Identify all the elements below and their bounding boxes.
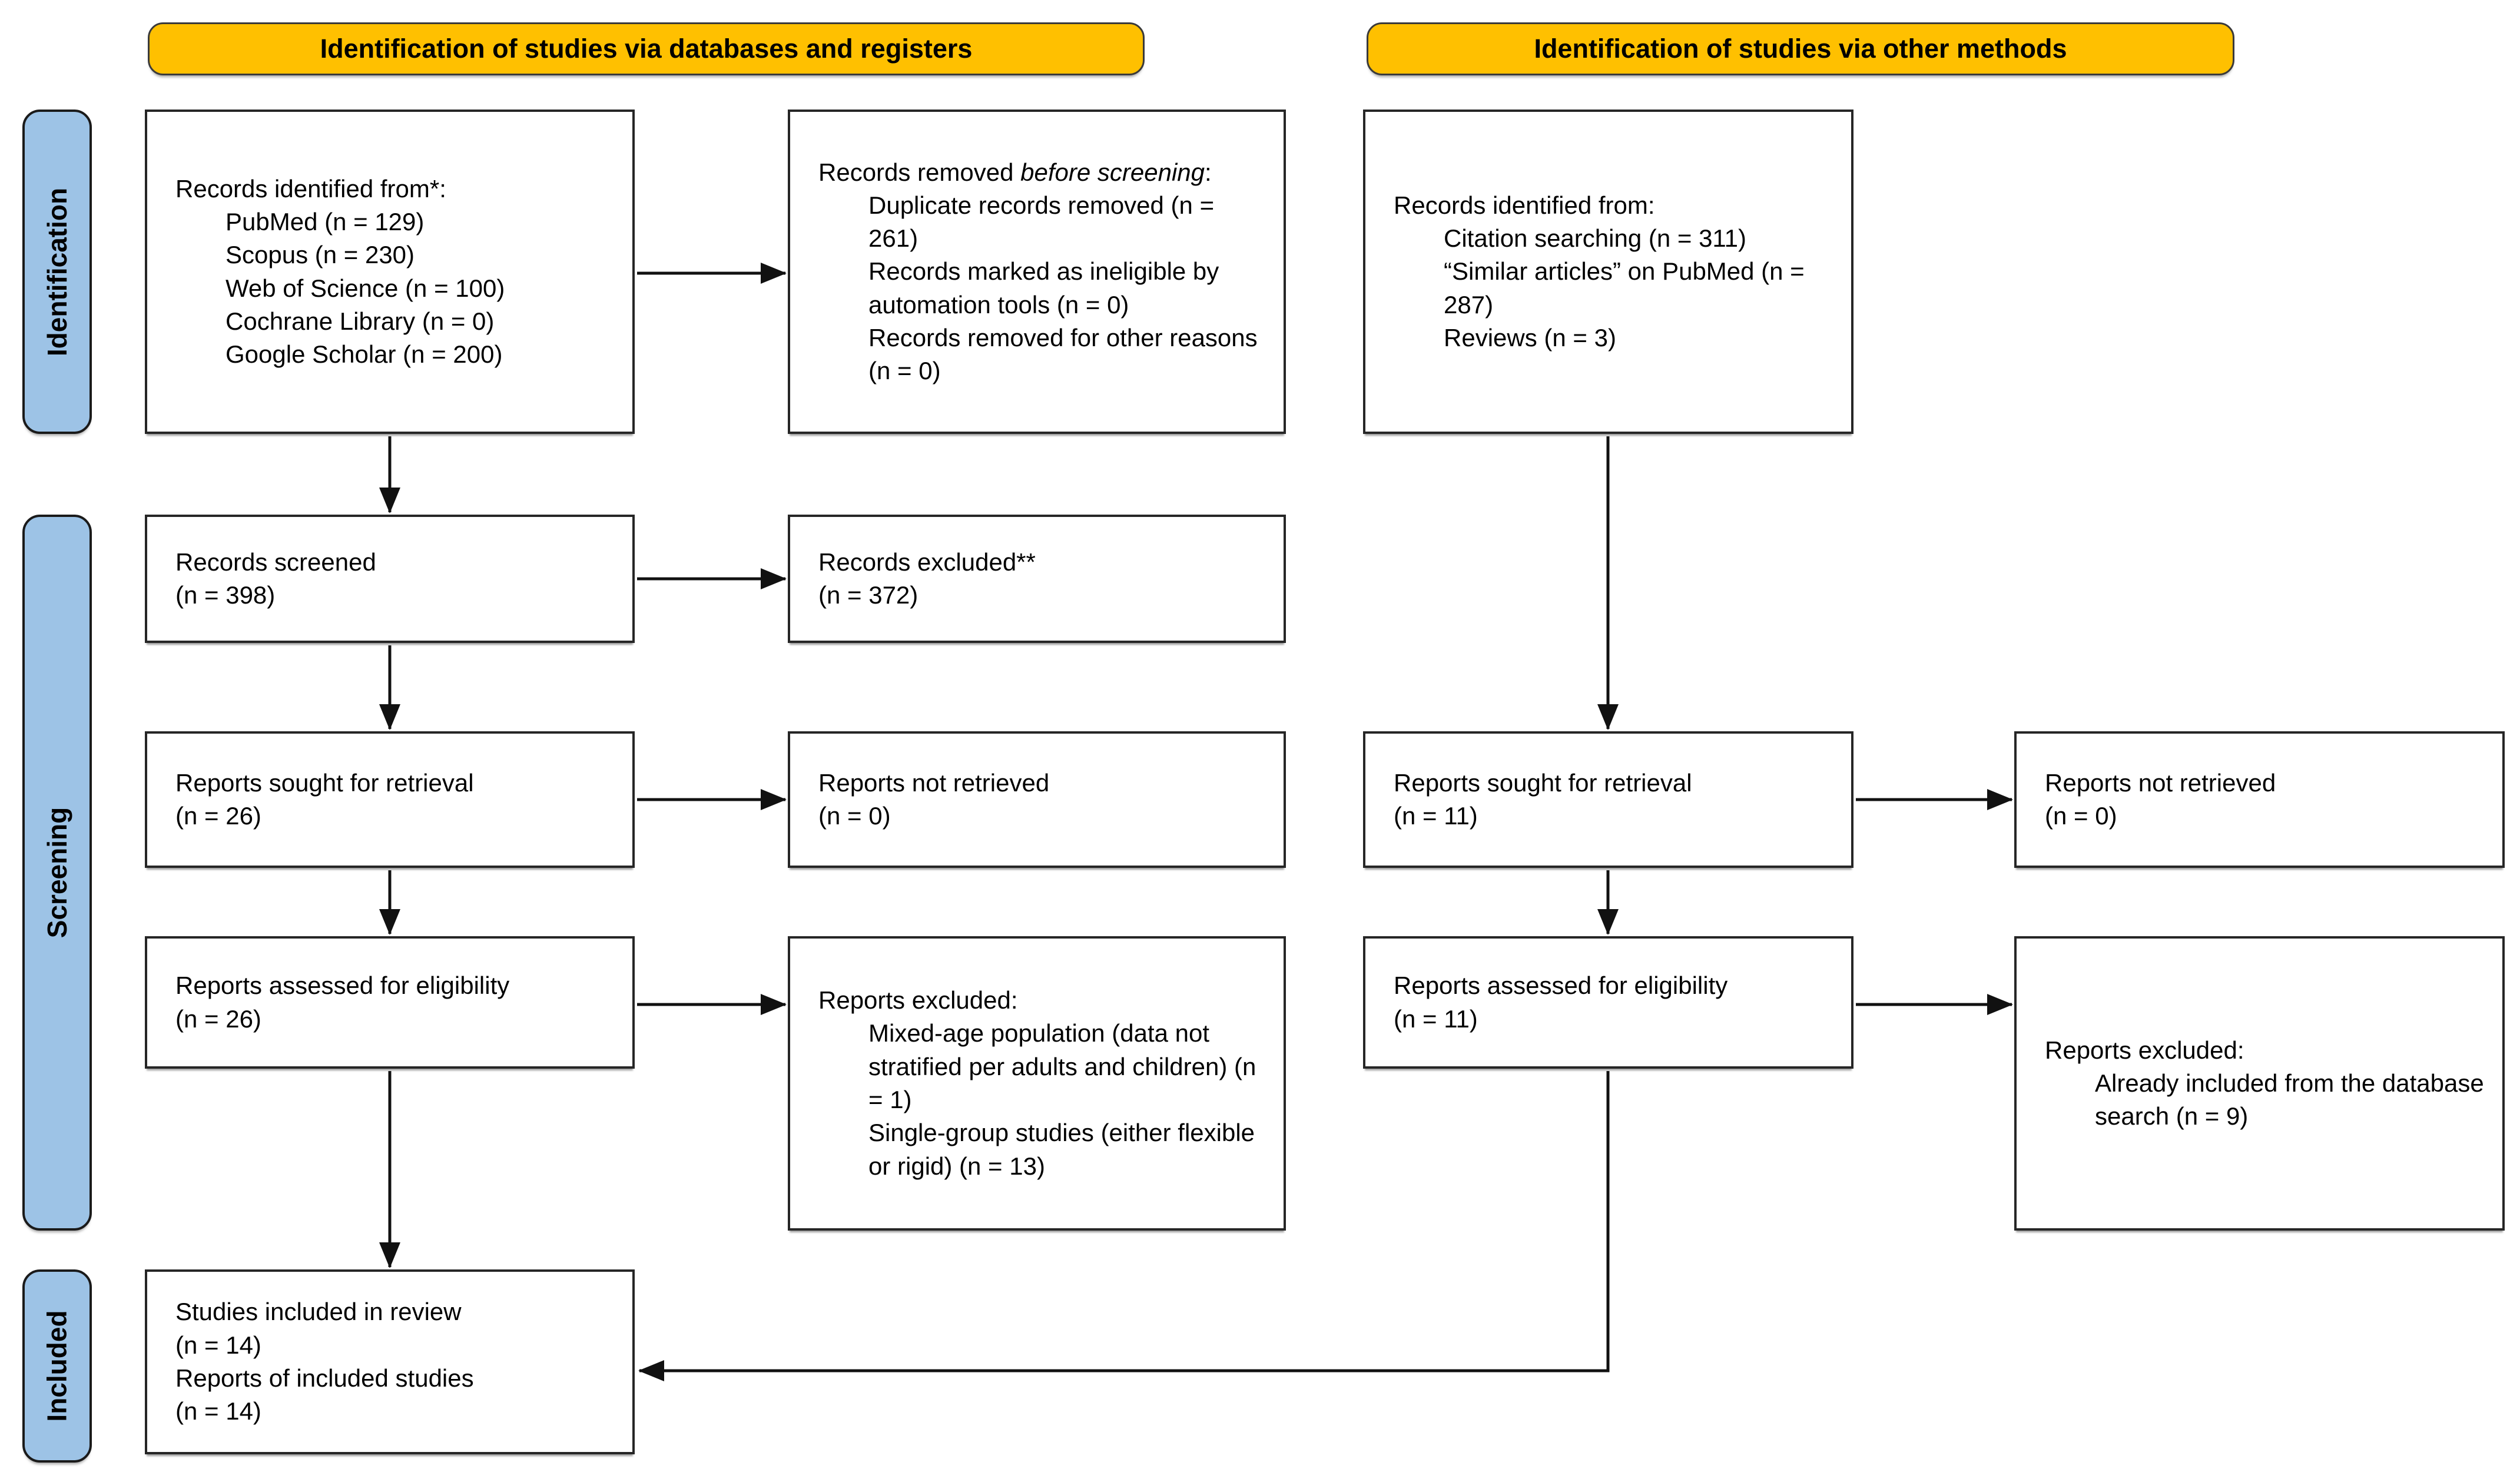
- box-records-identified-databases: Records identified from*: PubMed (n = 12…: [145, 110, 635, 434]
- title-suffix: :: [1205, 158, 1212, 186]
- box-records-removed-before-screening: Records removed before screening: Duplic…: [788, 110, 1286, 434]
- box-reports-excluded-databases: Reports excluded: Mixed-age population (…: [788, 936, 1286, 1231]
- box-reports-not-retrieved-other: Reports not retrieved (n = 0): [2014, 731, 2505, 868]
- box-line: Reports of included studies: [175, 1364, 474, 1392]
- box-line: (n = 26): [175, 802, 261, 830]
- box-studies-included: Studies included in review (n = 14) Repo…: [145, 1269, 635, 1454]
- stage-screening-label: Screening: [42, 807, 73, 939]
- box-records-identified-other: Records identified from: Citation search…: [1363, 110, 1853, 434]
- title-prefix: Records removed: [818, 158, 1021, 186]
- box-line: (n = 0): [2045, 802, 2117, 830]
- box-title: Reports excluded:: [818, 986, 1018, 1014]
- box-line: Reports assessed for eligibility: [175, 972, 510, 1000]
- stage-included-label: Included: [42, 1310, 72, 1422]
- list-item: PubMed (n = 129): [226, 207, 425, 236]
- box-line: (n = 11): [1394, 802, 1478, 830]
- box-line: Reports not retrieved: [818, 768, 1050, 797]
- box-line: Studies included in review: [175, 1298, 462, 1326]
- title-italic: before screening: [1020, 158, 1205, 186]
- box-line: (n = 14): [175, 1331, 261, 1359]
- box-reports-sought-databases: Reports sought for retrieval (n = 26): [145, 731, 635, 868]
- list-item: Cochrane Library (n = 0): [226, 307, 495, 335]
- header-other-methods: Identification of studies via other meth…: [1367, 22, 2234, 75]
- box-reports-excluded-other: Reports excluded: Already included from …: [2014, 936, 2505, 1231]
- header-databases-registers-label: Identification of studies via databases …: [320, 34, 973, 64]
- list-item: Already included from the database searc…: [2095, 1069, 2484, 1130]
- box-title: Records identified from:: [1394, 191, 1655, 219]
- box-records-screened: Records screened (n = 398): [145, 515, 635, 643]
- box-line: (n = 372): [818, 581, 919, 609]
- header-other-methods-label: Identification of studies via other meth…: [1534, 34, 2067, 64]
- box-reports-sought-other: Reports sought for retrieval (n = 11): [1363, 731, 1853, 868]
- header-databases-registers: Identification of studies via databases …: [148, 22, 1145, 75]
- stage-included: Included: [22, 1269, 92, 1463]
- stage-identification-label: Identification: [42, 187, 73, 356]
- box-reports-assessed-other: Reports assessed for eligibility (n = 11…: [1363, 936, 1853, 1069]
- list-item: Web of Science (n = 100): [226, 274, 505, 302]
- box-reports-not-retrieved-databases: Reports not retrieved (n = 0): [788, 731, 1286, 868]
- list-item: Duplicate records removed (n = 261): [868, 191, 1215, 253]
- box-line: Reports not retrieved: [2045, 768, 2276, 797]
- box-line: (n = 0): [818, 802, 891, 830]
- box-title: Records removed before screening:: [818, 156, 1268, 189]
- box-title: Reports excluded:: [2045, 1036, 2244, 1064]
- box-line: Records screened: [175, 548, 376, 576]
- list-item: Single-group studies (either flexible or…: [868, 1119, 1255, 1180]
- list-item: Reviews (n = 3): [1444, 323, 1616, 352]
- box-line: (n = 26): [175, 1004, 261, 1033]
- box-line: Records excluded**: [818, 548, 1036, 576]
- list-item: Citation searching (n = 311): [1444, 224, 1747, 253]
- stage-screening: Screening: [22, 515, 92, 1231]
- box-line: Reports sought for retrieval: [175, 768, 474, 797]
- box-line: (n = 398): [175, 581, 276, 609]
- stage-identification: Identification: [22, 110, 92, 434]
- box-line: (n = 14): [175, 1397, 261, 1425]
- list-item: “Similar articles” on PubMed (n = 287): [1444, 257, 1805, 319]
- box-line: Reports sought for retrieval: [1394, 768, 1692, 797]
- box-line: Reports assessed for eligibility: [1394, 972, 1728, 1000]
- list-item: Mixed-age population (data not stratifie…: [868, 1019, 1256, 1113]
- box-line: (n = 11): [1394, 1004, 1478, 1033]
- list-item: Scopus (n = 230): [226, 241, 415, 269]
- box-title: Records identified from*:: [175, 174, 446, 203]
- list-item: Records removed for other reasons (n = 0…: [868, 323, 1258, 385]
- box-records-excluded: Records excluded** (n = 372): [788, 515, 1286, 643]
- list-item: Records marked as ineligible by automati…: [868, 257, 1219, 319]
- list-item: Google Scholar (n = 200): [226, 340, 503, 369]
- box-reports-assessed-databases: Reports assessed for eligibility (n = 26…: [145, 936, 635, 1069]
